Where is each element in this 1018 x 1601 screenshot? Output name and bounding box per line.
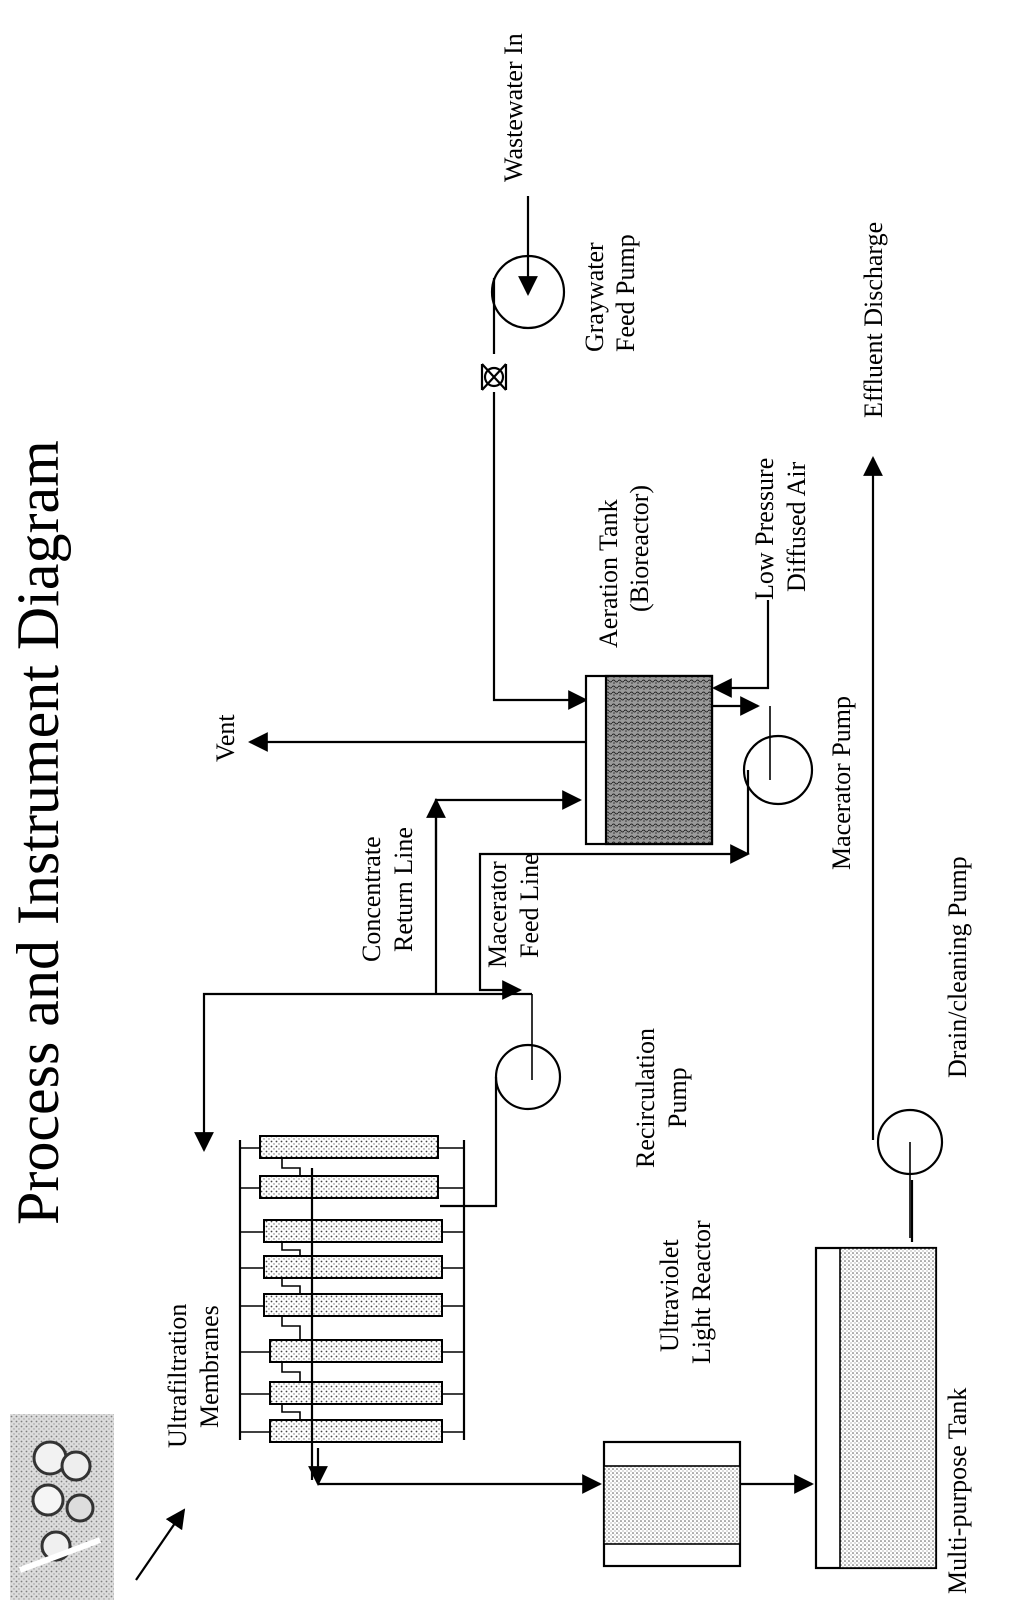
uv-reactor-label-line2: Light Reactor — [687, 1220, 716, 1364]
macerator-pump-icon — [744, 736, 812, 804]
check-valve-icon — [482, 364, 506, 390]
concentrate-label-line1: Concentrate — [357, 836, 386, 962]
uv-reactor-label-line1: Ultraviolet — [655, 1239, 684, 1352]
wastewater-in-label: Wastewater In — [499, 33, 528, 182]
feed-line — [494, 392, 586, 700]
ultrafiltration-label-line2: Membranes — [195, 1305, 224, 1428]
graywater-pump-label-line2: Feed Pump — [611, 234, 640, 352]
recirc-pump-outlet — [440, 1077, 496, 1206]
drain-cleaning-pump-label: Drain/cleaning Pump — [943, 856, 972, 1078]
aeration-tank-label-line1: Aeration Tank — [594, 499, 623, 648]
ultrafiltration-label-line1: Ultrafiltration — [163, 1304, 192, 1448]
macerator-feed-label-line1: Macerator — [483, 861, 512, 968]
effluent-discharge-label: Effluent Discharge — [859, 222, 888, 418]
aeration-tank-label-line2: (Bioreactor) — [625, 485, 654, 612]
diagram-title: Process and Instrument Diagram — [5, 440, 71, 1225]
recirculation-pump-label-line1: Recirculation — [631, 1028, 660, 1168]
multi-purpose-tank-label: Multi-purpose Tank — [943, 1388, 972, 1594]
aeration-tank — [586, 676, 712, 844]
ultrafiltration-membranes — [240, 1136, 464, 1442]
low-pressure-label-line1: Low Pressure — [750, 458, 779, 600]
multi-purpose-tank — [816, 1248, 936, 1568]
membrane-return-header — [204, 994, 532, 1150]
concentrate-label-line2: Return Line — [389, 827, 418, 952]
diffused-air-line — [714, 600, 768, 688]
recirculation-pump-icon — [496, 1045, 560, 1109]
uv-light-reactor — [604, 1442, 740, 1566]
recirculation-pump-label-line2: Pump — [663, 1067, 692, 1128]
macerator-feed-label-line2: Feed Line — [515, 853, 544, 958]
low-pressure-label-line2: Diffused Air — [782, 461, 811, 592]
graywater-pump-label-line1: Graywater — [580, 242, 609, 352]
membrane-pointer-arrow — [136, 1510, 184, 1580]
membrane-photo-icon — [10, 1414, 114, 1600]
vent-label: Vent — [211, 714, 240, 762]
macerator-pump-label: Macerator Pump — [827, 696, 856, 870]
